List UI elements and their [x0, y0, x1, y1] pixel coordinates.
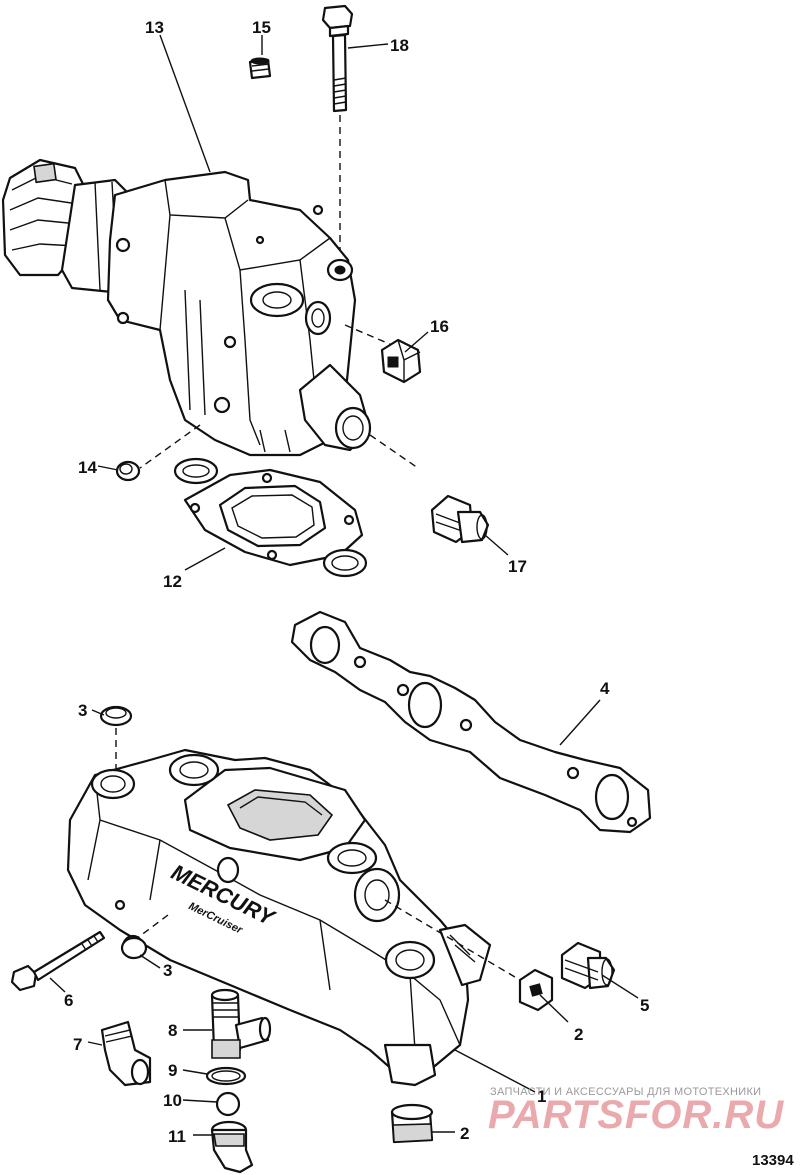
part-5-fitting — [560, 941, 616, 990]
callout-16: 16 — [430, 317, 449, 336]
callout-15: 15 — [252, 18, 271, 37]
part-3-cup-plug-bottom — [120, 936, 148, 960]
part-4-manifold-gasket — [290, 610, 652, 834]
callout-1: 1 — [537, 1087, 546, 1106]
part-14-cap — [115, 460, 141, 482]
part-16-hex-plug — [380, 338, 422, 384]
callout-8: 8 — [168, 1021, 177, 1040]
part-8-tee-fitting — [210, 988, 272, 1059]
part-2-plug-bottom — [390, 1103, 434, 1144]
callout-5: 5 — [640, 996, 649, 1015]
part-12-gasket — [173, 457, 368, 578]
callout-3-bottom: 3 — [163, 961, 172, 980]
callout-12: 12 — [163, 572, 182, 591]
figure-id: 13394 — [752, 1152, 794, 1169]
watermark-caption: ЗАПЧАСТИ И АКСЕССУАРЫ ДЛЯ МОТОТЕХНИКИ — [490, 1086, 761, 1098]
callout-13: 13 — [145, 18, 164, 37]
callout-3-top: 3 — [78, 701, 87, 720]
part-11-elbow — [210, 1120, 254, 1174]
part-17-fitting — [430, 494, 490, 544]
watermark-logo: PARTSFOR.RU — [488, 1093, 784, 1137]
part-2-hex-plug-middle — [518, 968, 554, 1012]
part-1-exhaust-manifold: MERCURY MerCruiser — [66, 748, 492, 1087]
part-7-elbow-fitting — [100, 1020, 152, 1087]
callout-6: 6 — [64, 991, 73, 1010]
callout-10: 10 — [163, 1091, 182, 1110]
callout-11: 11 — [168, 1127, 186, 1146]
part-6-bolt — [10, 930, 106, 992]
part-18-bolt — [321, 4, 354, 113]
callout-2-bottom: 2 — [460, 1124, 469, 1143]
callout-9: 9 — [168, 1061, 177, 1080]
callout-17: 17 — [508, 557, 527, 576]
part-10-ball — [215, 1091, 241, 1117]
callout-18: 18 — [390, 36, 409, 55]
part-3-cup-plug-top — [99, 705, 133, 727]
part-15-plug — [248, 57, 272, 80]
callout-7: 7 — [73, 1035, 82, 1054]
callout-4: 4 — [600, 679, 610, 698]
callout-2-middle: 2 — [574, 1025, 583, 1044]
part-13-elbow-housing — [1, 158, 372, 457]
part-9-o-ring — [205, 1066, 247, 1086]
callout-14: 14 — [78, 458, 97, 477]
